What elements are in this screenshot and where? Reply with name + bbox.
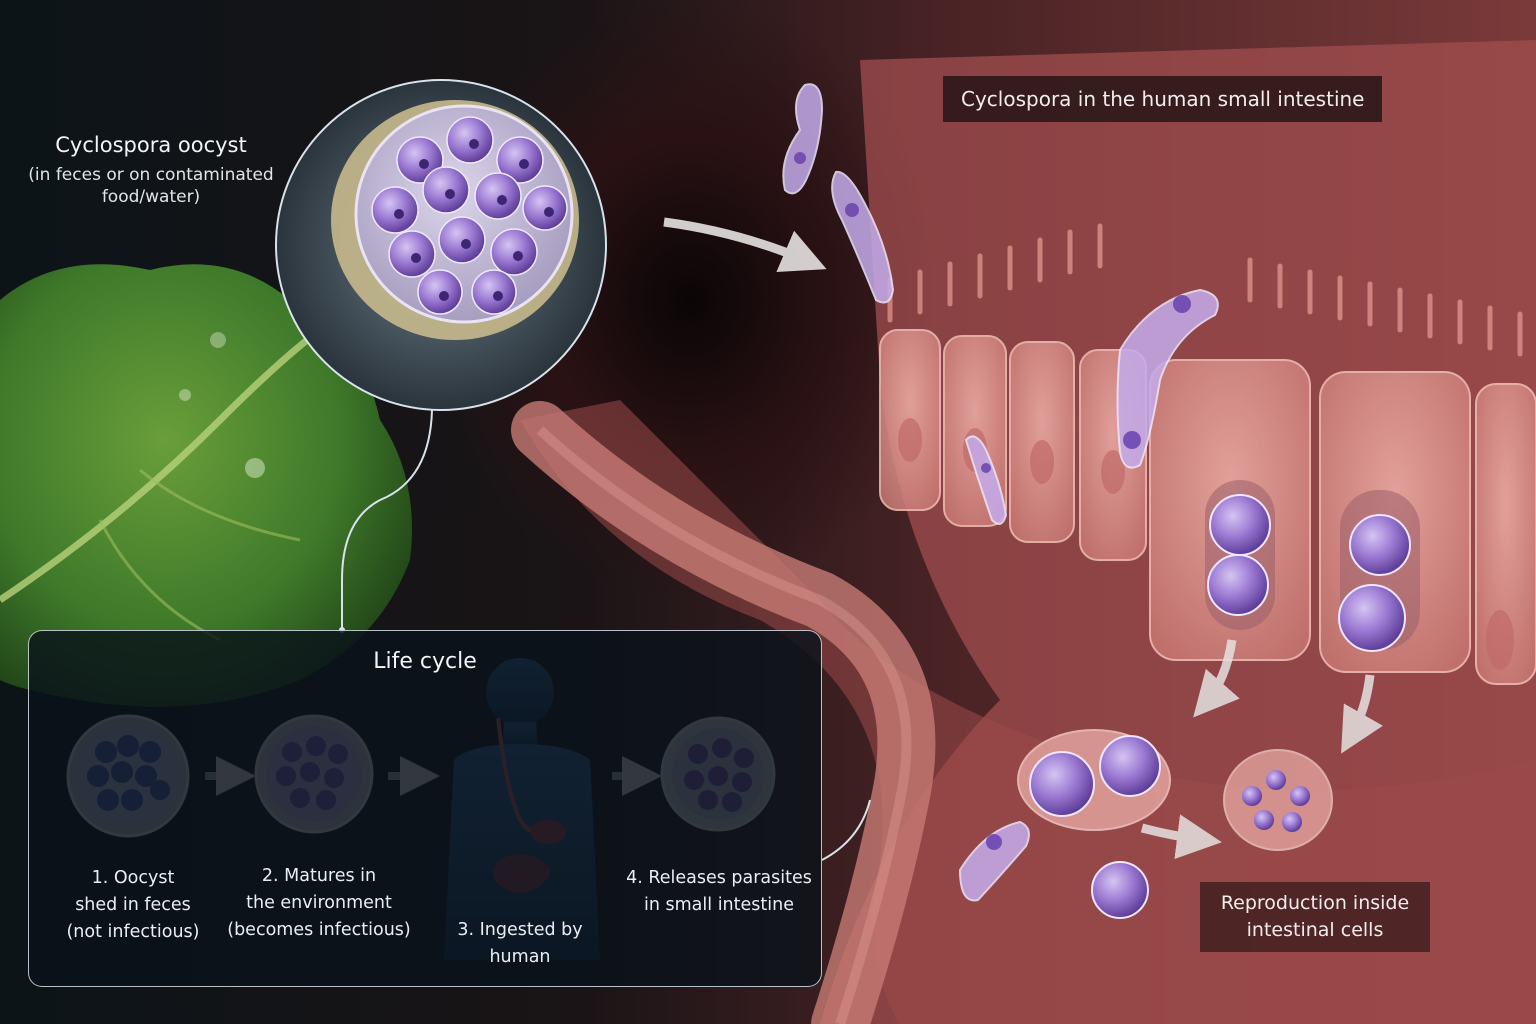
intestine-label: Cyclospora in the human small intestine <box>943 76 1383 122</box>
life-cycle-step-3: 3. Ingested by human <box>433 917 607 971</box>
intestinal-wall <box>511 40 1536 1024</box>
tissue-arrows <box>1140 639 1383 859</box>
step-1-line-2: shed in feces <box>75 895 191 916</box>
oocyst-label-subtitle: (in feces or on contaminated food/water) <box>28 164 274 208</box>
oocyst-label: Cyclospora oocyst (in feces or on contam… <box>20 132 282 209</box>
step-2-line-2: the environment <box>246 893 392 914</box>
lettuce-leaf <box>0 264 412 707</box>
life-cycle-step-2: 2. Matures in the environment (becomes i… <box>223 863 415 944</box>
sporozoites <box>371 116 568 315</box>
step-3-line-2: human <box>489 947 551 968</box>
step-3-line-1: 3. Ingested by <box>457 920 583 940</box>
intracellular-meronts <box>1205 480 1420 652</box>
panel-connector-line <box>821 799 871 861</box>
step-4-line-1: 4. Releases parasites <box>626 868 812 888</box>
step-4-line-2: in small intestine <box>644 895 794 916</box>
life-cycle-title: Life cycle <box>373 649 477 674</box>
zoom-connector-line <box>341 409 433 630</box>
life-cycle-step-1: 1. Oocyst shed in feces (not infectious) <box>45 865 221 946</box>
microvilli-border <box>887 223 1523 357</box>
released-meronts <box>1017 729 1333 919</box>
life-cycle-panel: Life cycle 1. Oocyst shed in feces (not … <box>28 630 822 987</box>
oocyst-zoom <box>275 79 607 411</box>
step-2-line-1: 2. Matures in <box>261 866 377 886</box>
life-cycle-step-4: 4. Releases parasites in small intestine <box>619 865 819 919</box>
reproduction-label: Reproduction inside intestinal cells <box>1200 882 1430 952</box>
oocyst-label-title: Cyclospora oocyst <box>55 133 247 157</box>
ingestion-arrow <box>663 217 827 273</box>
step-1-line-3: (not infectious) <box>66 922 200 943</box>
step-1-line-1: 1. Oocyst <box>91 868 175 888</box>
free-sporozoites <box>782 83 1219 902</box>
step-2-line-3: (becomes infectious) <box>227 920 411 941</box>
